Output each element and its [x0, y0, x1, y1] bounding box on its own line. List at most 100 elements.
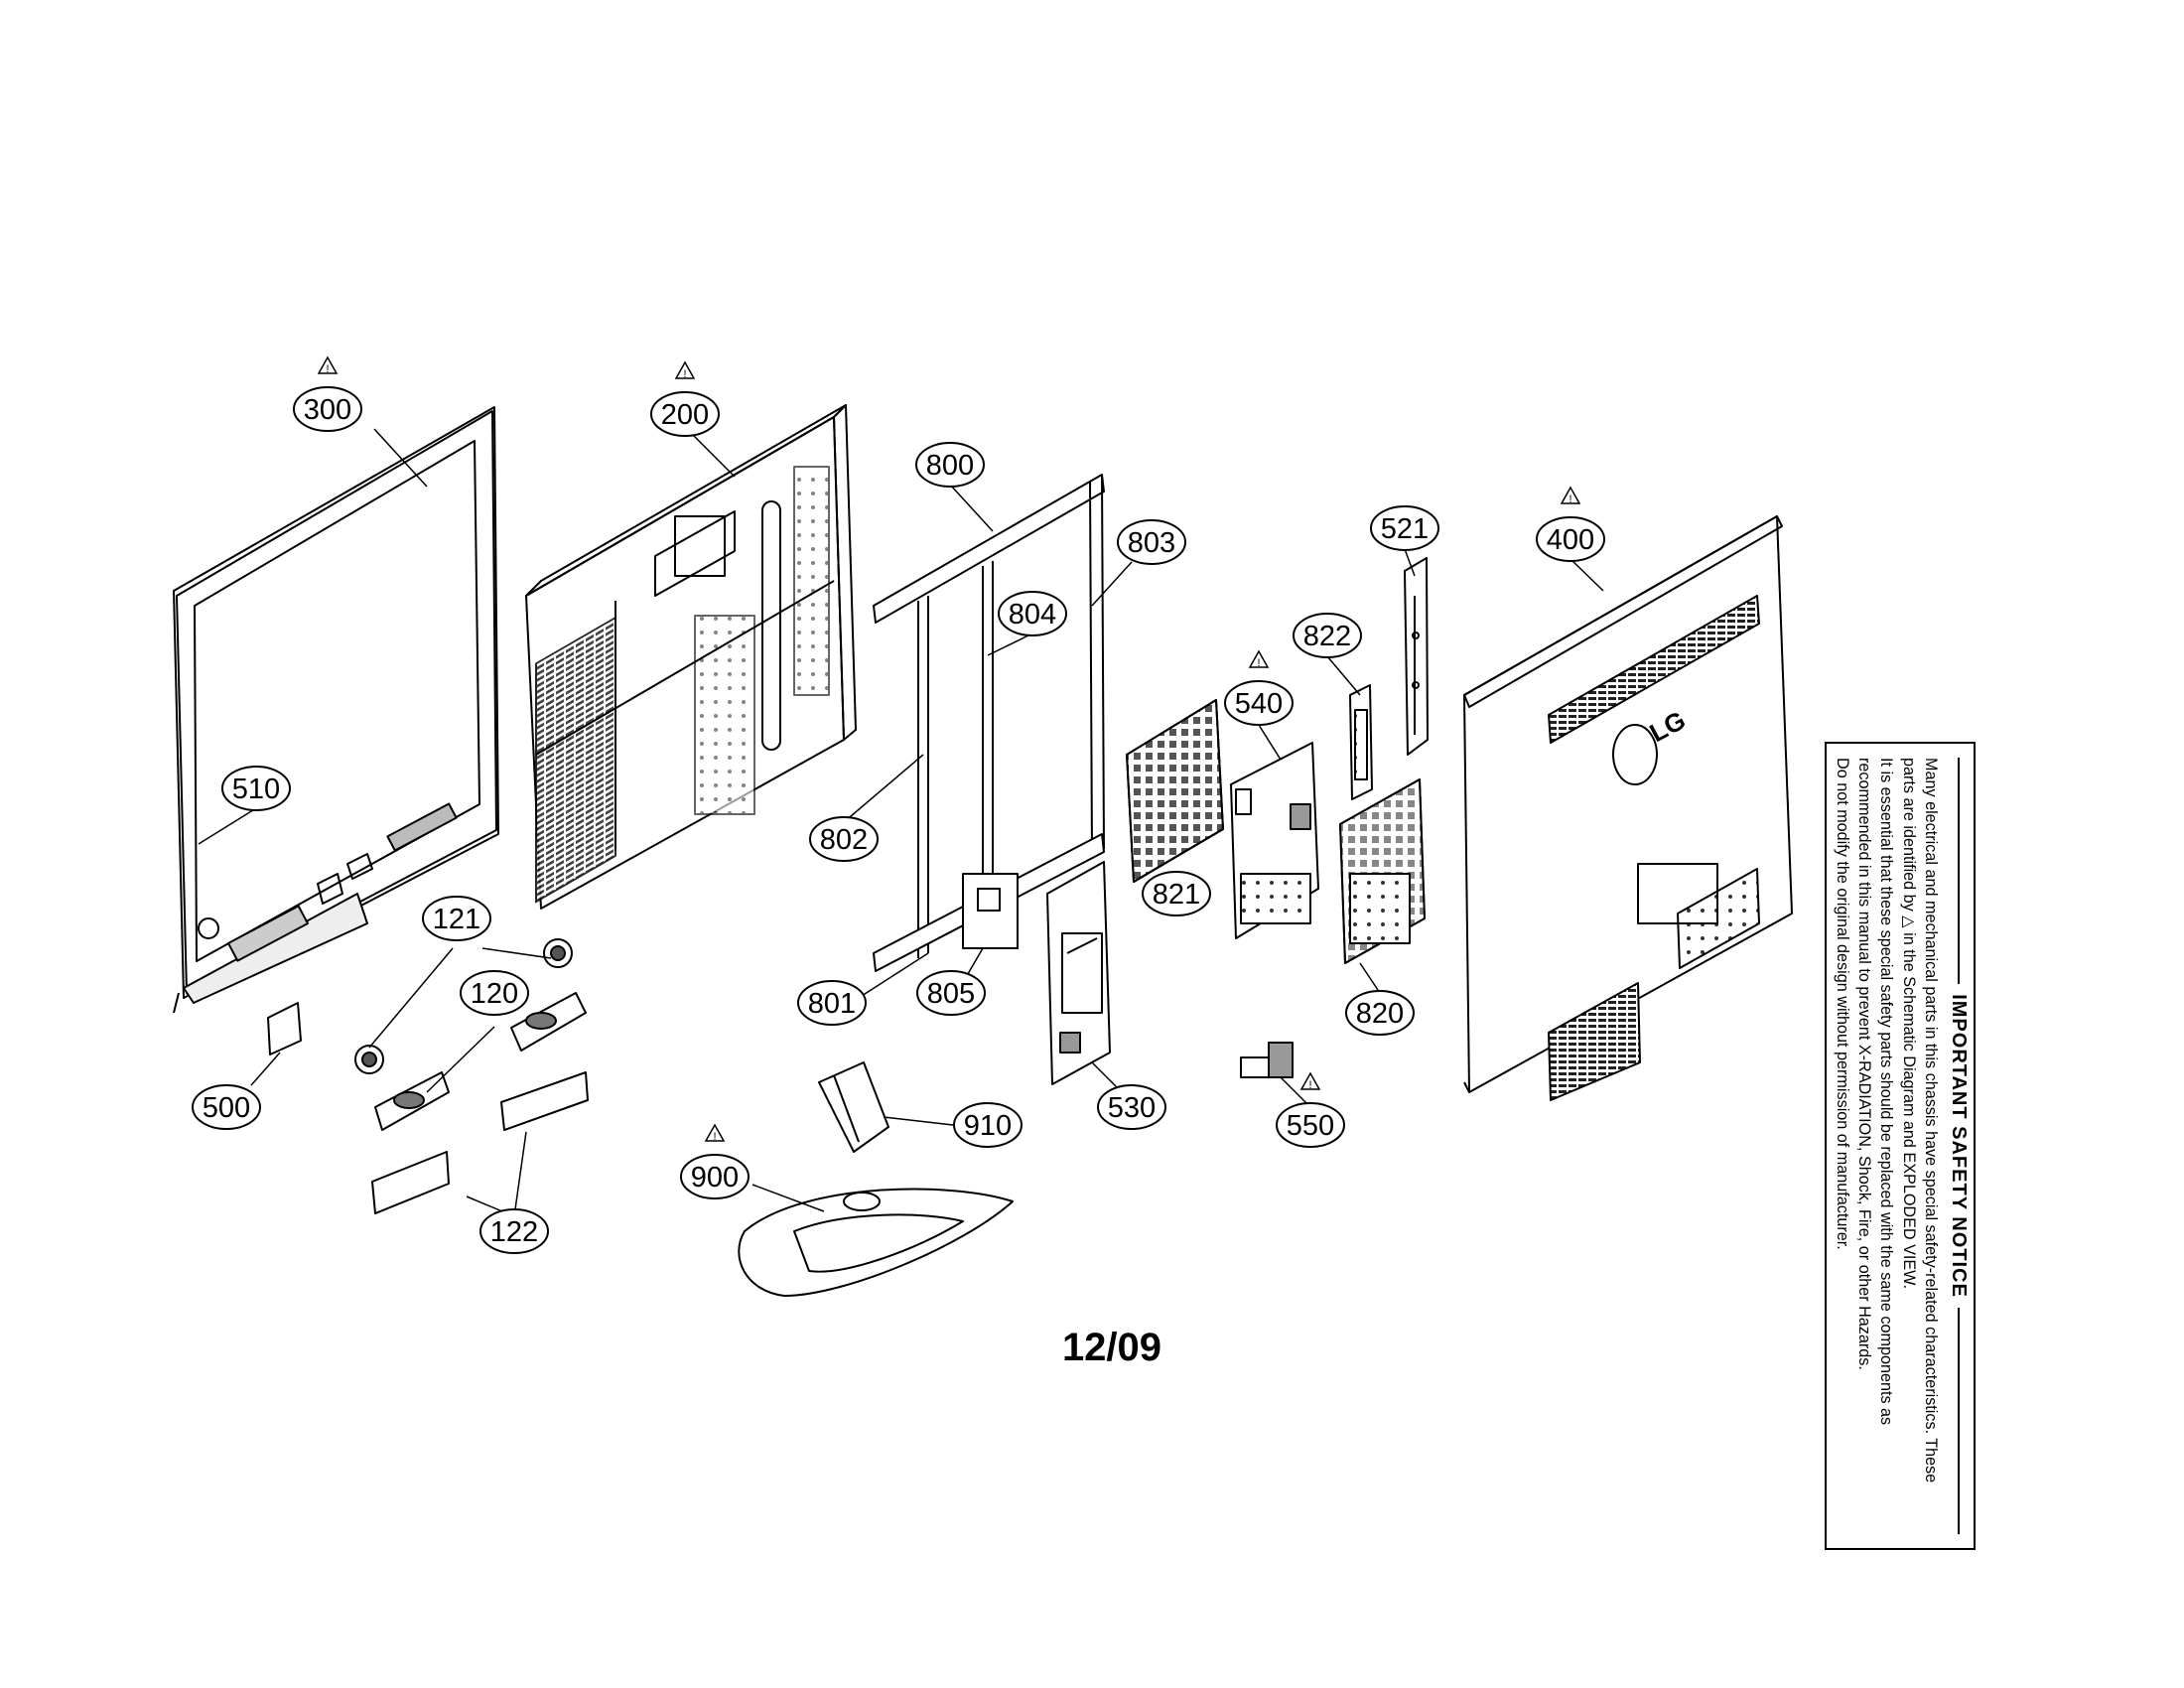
callout-label: 540	[1235, 688, 1283, 720]
bracket-500-part	[267, 1002, 302, 1055]
bracket-521-part	[1404, 557, 1429, 756]
lcd-module-part	[525, 404, 857, 910]
callout-540: 540!	[1224, 649, 1294, 726]
notice-title: IMPORTANT SAFETY NOTICE	[1948, 758, 1970, 1534]
callout-900: 900!	[680, 1123, 750, 1199]
callout-bubble	[650, 391, 720, 437]
callout-521: 521	[1370, 505, 1439, 551]
callout-label: 400	[1547, 524, 1594, 556]
callout-122: 122	[479, 1208, 549, 1254]
callout-label: 900	[691, 1162, 739, 1194]
shield-820-part	[1339, 778, 1426, 964]
board-822-part	[1349, 684, 1373, 800]
callout-label: 804	[1009, 599, 1056, 631]
warning-triangle-icon	[317, 355, 339, 374]
callout-bubble	[479, 1208, 549, 1254]
callout-821: 821	[1142, 871, 1211, 916]
callout-bubble	[1097, 1084, 1166, 1130]
warning-triangle-icon	[1248, 649, 1270, 668]
callout-510: 510	[221, 766, 291, 811]
callout-120: 120	[460, 970, 529, 1016]
warning-triangle-icon: △	[1900, 915, 1917, 928]
bracket-122-part	[371, 1071, 589, 1214]
callout-label: 550	[1287, 1110, 1334, 1142]
leader-lines	[198, 426, 1604, 1217]
callout-400: 400!	[1536, 486, 1605, 562]
power-board-530-part	[1046, 861, 1111, 1085]
callout-550: 550!	[1276, 1071, 1345, 1148]
notice-line-4: recommended in this manual to prevent X-…	[1855, 758, 1873, 1370]
callout-label: 122	[490, 1216, 538, 1248]
module-550-part	[1240, 1042, 1294, 1078]
callout-820: 820	[1345, 990, 1415, 1036]
notice-line-5: Do not modify the original design withou…	[1834, 758, 1851, 1250]
warning-triangle-icon	[1299, 1071, 1321, 1090]
warning-triangle-icon	[704, 1123, 726, 1142]
callout-bubble	[293, 386, 362, 432]
callout-label: 500	[203, 1092, 250, 1124]
callout-bubble	[1117, 519, 1186, 565]
callout-bubble	[221, 766, 291, 811]
notice-line-2: parts are identified by △ in the Schemat…	[1897, 758, 1920, 1534]
callout-822: 822	[1293, 613, 1362, 658]
callout-bubble	[1536, 516, 1605, 562]
callout-bubble	[915, 442, 985, 488]
callout-group: 300! 200! 800 803 804 521 400! 822 540! 510 802 121…	[192, 355, 1605, 1254]
warning-mark: !	[1257, 657, 1260, 669]
callout-bubble	[953, 1102, 1023, 1148]
main-board-540-part	[1230, 742, 1319, 939]
callout-label: 910	[964, 1110, 1012, 1142]
callout-805: 805	[916, 970, 986, 1016]
callout-300: 300!	[293, 355, 362, 432]
callout-label: 800	[926, 450, 974, 482]
notice-line-1: Many electrical and mechanical parts in …	[1922, 758, 1940, 1483]
lcd-frame-part	[873, 474, 1105, 972]
callout-label: 821	[1153, 879, 1200, 911]
callout-bubble	[1224, 680, 1294, 726]
warning-mark: !	[1308, 1079, 1311, 1091]
callout-label: 822	[1303, 621, 1351, 652]
warning-mark: !	[1569, 493, 1571, 505]
warning-triangle-icon	[674, 360, 696, 379]
callout-500: 500	[192, 1084, 261, 1130]
callout-803: 803	[1117, 519, 1186, 565]
callout-label: 805	[927, 978, 975, 1010]
callout-801: 801	[797, 980, 867, 1026]
callout-bubble	[998, 591, 1067, 636]
callout-label: 820	[1356, 998, 1404, 1030]
warning-mark: !	[326, 363, 329, 375]
knob-121-part	[354, 938, 573, 1074]
revision-code: 12/09	[1061, 1326, 1162, 1369]
warning-triangle-icon	[1560, 486, 1581, 504]
callout-bubble	[1276, 1102, 1345, 1148]
callout-802: 802	[809, 816, 879, 862]
callout-bubble	[809, 816, 879, 862]
callout-bubble	[460, 970, 529, 1016]
safety-notice-box: IMPORTANT SAFETY NOTICE Many electrical …	[1825, 742, 1976, 1550]
callout-label: 120	[471, 978, 518, 1010]
callout-label: 802	[820, 824, 868, 856]
callout-label: 530	[1108, 1092, 1156, 1124]
callout-bubble	[1293, 613, 1362, 658]
notice-line-3: It is essential that these special safet…	[1877, 758, 1895, 1426]
callout-label: 801	[808, 988, 856, 1020]
callout-bubble	[916, 970, 986, 1016]
stand-base-900-part	[738, 1188, 1014, 1297]
warning-mark: !	[683, 368, 686, 380]
callout-530: 530	[1097, 1084, 1166, 1130]
callout-label: 300	[304, 394, 351, 426]
stand-neck-910-part	[818, 1061, 889, 1153]
callout-label: 200	[661, 399, 709, 431]
callout-label: 521	[1381, 513, 1429, 545]
callout-bubble	[1345, 990, 1415, 1036]
callout-804: 804	[998, 591, 1067, 636]
callout-910: 910	[953, 1102, 1023, 1148]
callout-bubble	[797, 980, 867, 1026]
callout-bubble	[680, 1154, 750, 1199]
back-cover-part	[1463, 515, 1793, 1101]
callout-label: 510	[232, 774, 280, 805]
callout-bubble	[422, 896, 491, 941]
callout-label: 121	[433, 904, 480, 935]
callout-bubble	[1142, 871, 1211, 916]
